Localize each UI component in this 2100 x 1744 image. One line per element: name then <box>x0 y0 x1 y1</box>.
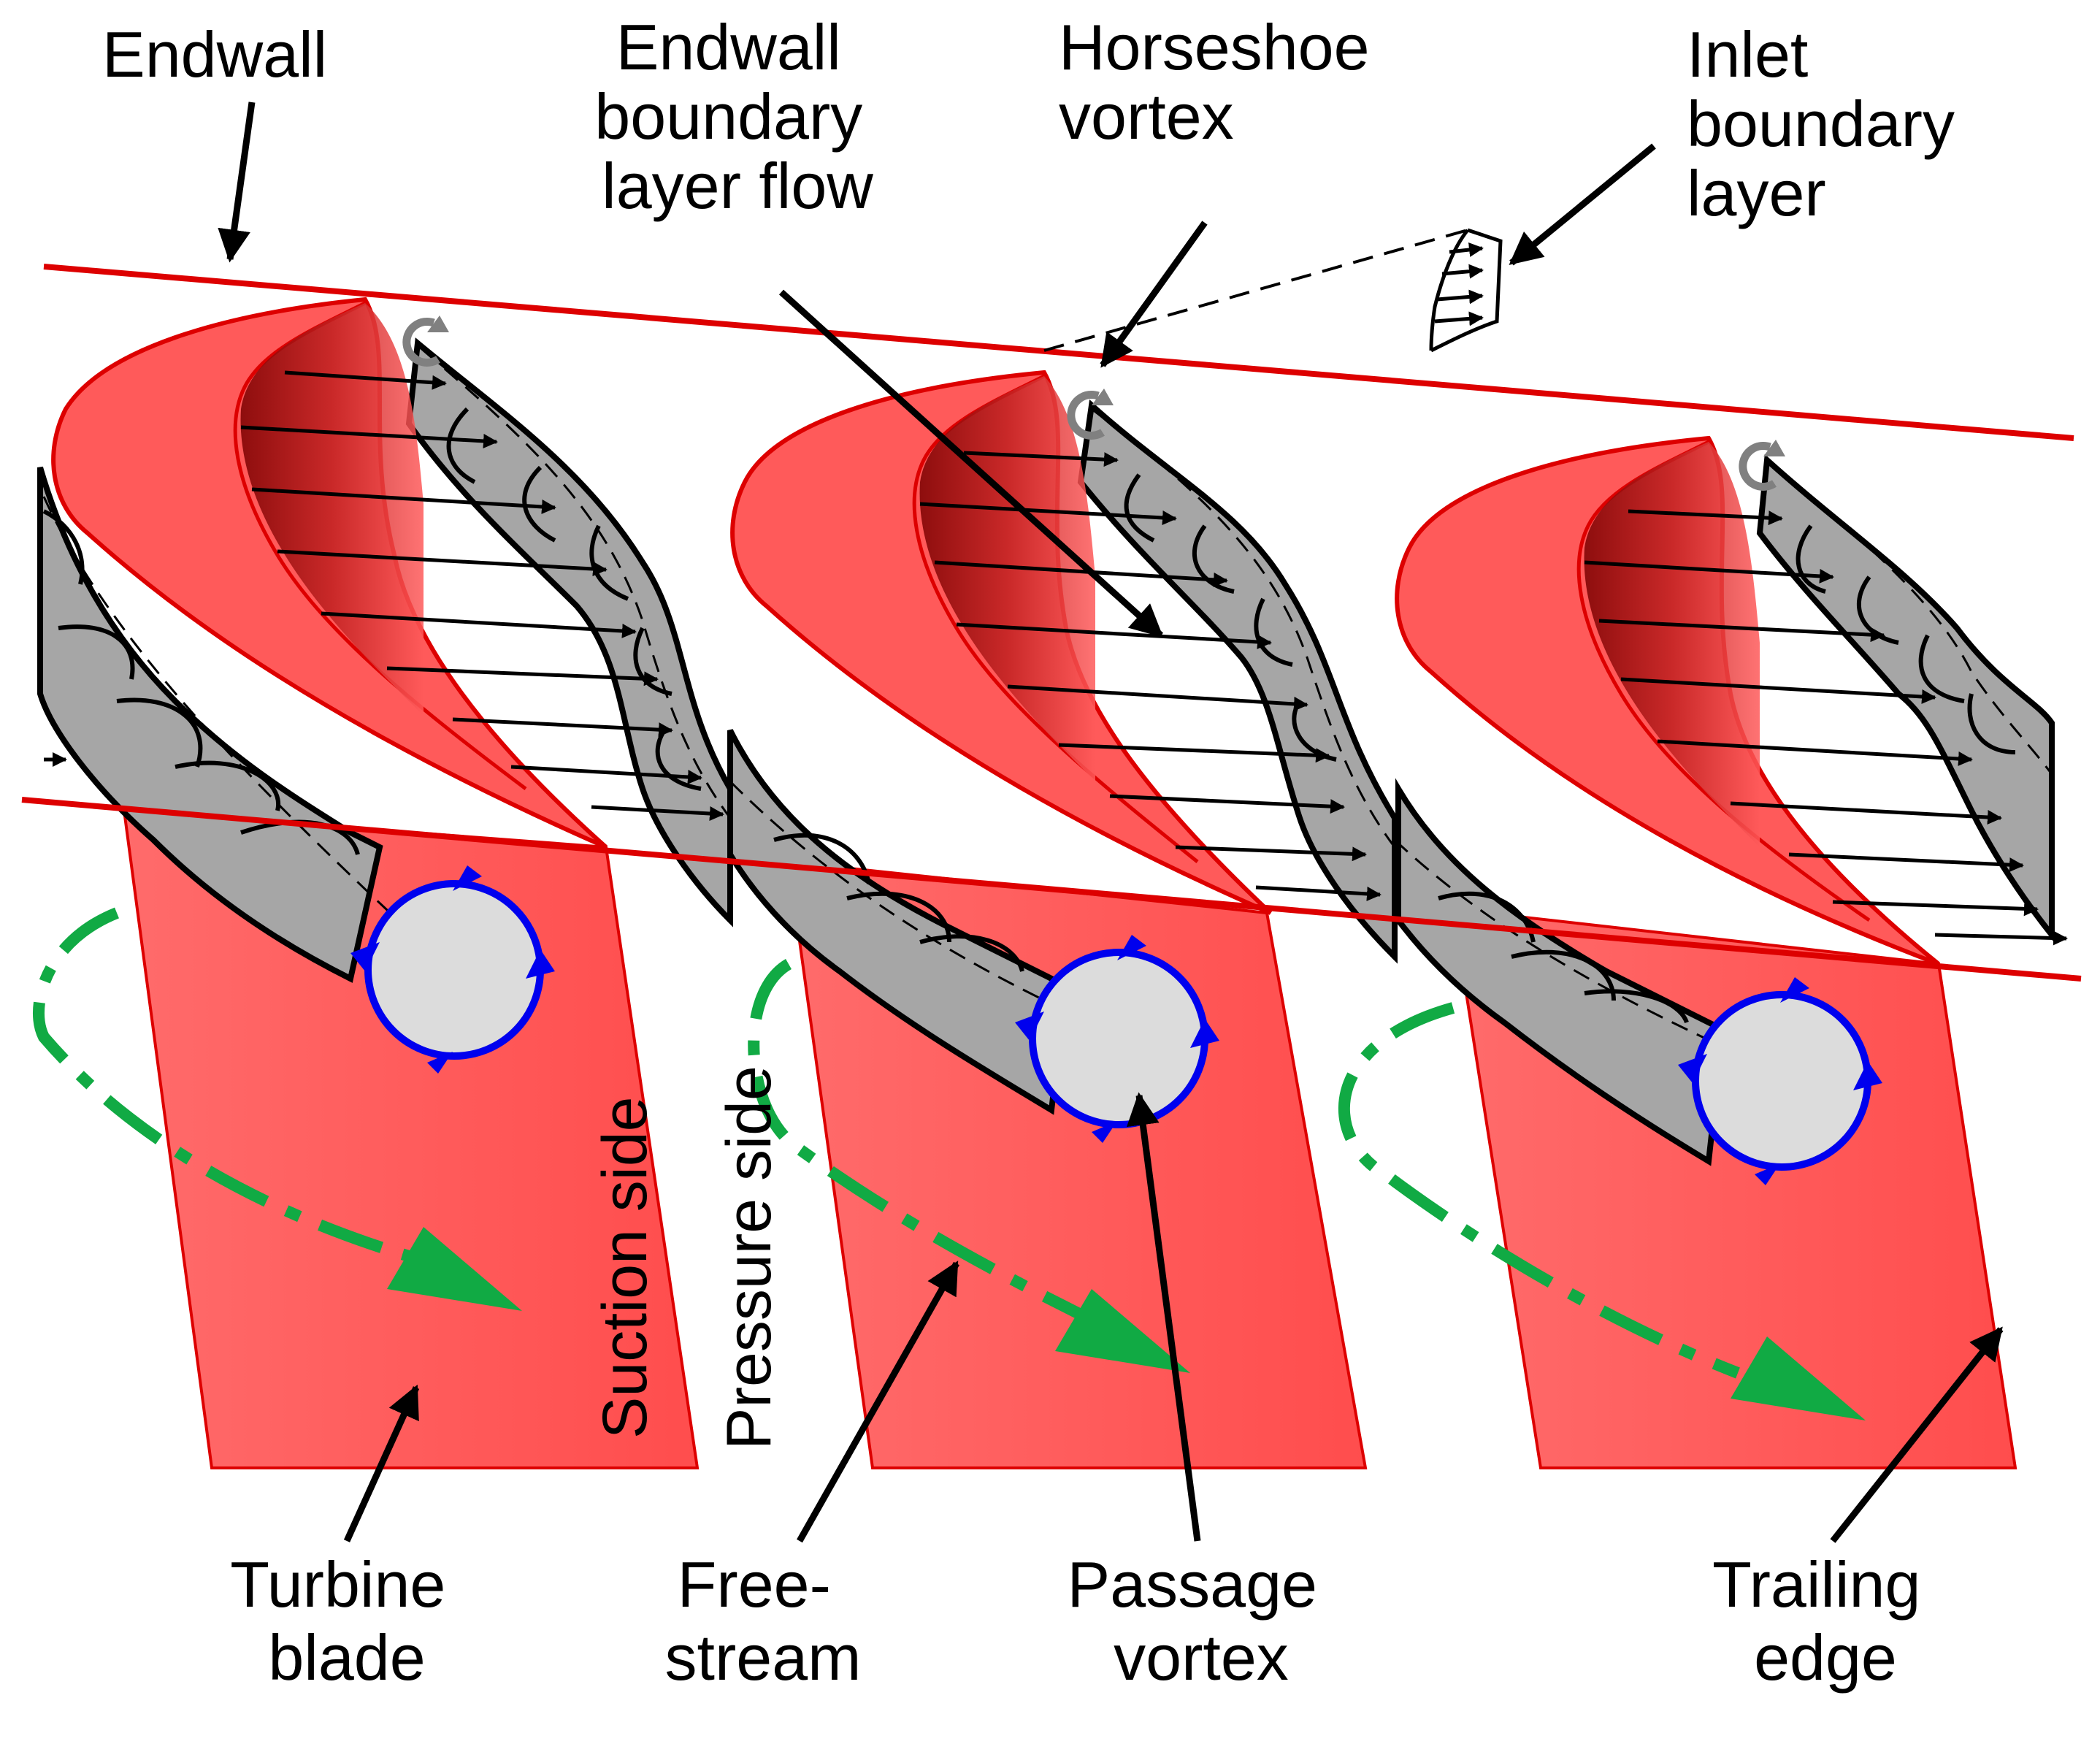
passage-vortex-core-2 <box>1029 949 1208 1128</box>
trailing-edge-label: Trailing edge <box>1712 1548 1939 1694</box>
suction-side-label: Suction side <box>590 1096 660 1439</box>
endwall-bl-flow-label: Endwall boundary layer flow <box>594 11 880 222</box>
endwall-lines <box>21 264 2082 982</box>
horseshoe-vortex-icon-heads <box>427 315 1785 456</box>
free-stream-label: Free- stream <box>665 1548 862 1694</box>
endwall-bl-flow-pointer <box>778 289 1164 638</box>
free-stream-lines <box>33 907 1740 1379</box>
trailing-edge-pointer <box>1830 1326 2004 1543</box>
horseshoe-vortex-label: Horseshoe vortex <box>1059 11 1387 153</box>
passage-vortex-label: Passage vortex <box>1068 1548 1336 1694</box>
pressure-surface-2 <box>919 376 1095 781</box>
horseshoe-pointer <box>1100 221 1208 368</box>
passage-vortex-core-3 <box>1692 991 1871 1171</box>
free-stream-pointer <box>797 1261 959 1543</box>
passage-vortex-rotation-arrows <box>350 865 1882 1185</box>
endwall-upper-line <box>43 264 2074 441</box>
passage-vortex-pointer <box>1126 1092 1201 1542</box>
horseshoe-vortex-icons <box>402 317 1777 491</box>
free-stream-arrowheads <box>387 1227 1866 1420</box>
turbine-blade-label: Turbine blade <box>230 1548 464 1694</box>
side-labels: Suction side Pressure side <box>590 1066 784 1450</box>
endwall-lower-line <box>21 797 2082 982</box>
passage-vortex-core-1 <box>364 880 544 1060</box>
label-pointers <box>218 102 2004 1543</box>
endwall-label: Endwall <box>102 18 327 91</box>
inlet-boundary-layer-label: Inlet boundary layer <box>1687 18 1972 229</box>
inlet-bl-pointer <box>1509 143 1656 266</box>
pressure-surface-1 <box>240 303 424 716</box>
pressure-side-label: Pressure side <box>714 1066 784 1450</box>
inlet-boundary-layer-profile <box>1043 228 1503 353</box>
passage-vortex-cores <box>364 880 1871 1171</box>
endwall-pointer <box>218 102 256 263</box>
blade-tops <box>51 297 1940 966</box>
endwall-flow-arrows <box>44 370 2068 946</box>
turbine-blade-pointer <box>343 1384 420 1542</box>
callout-labels: Endwall Endwall boundary layer flow Hors… <box>102 11 1972 1694</box>
